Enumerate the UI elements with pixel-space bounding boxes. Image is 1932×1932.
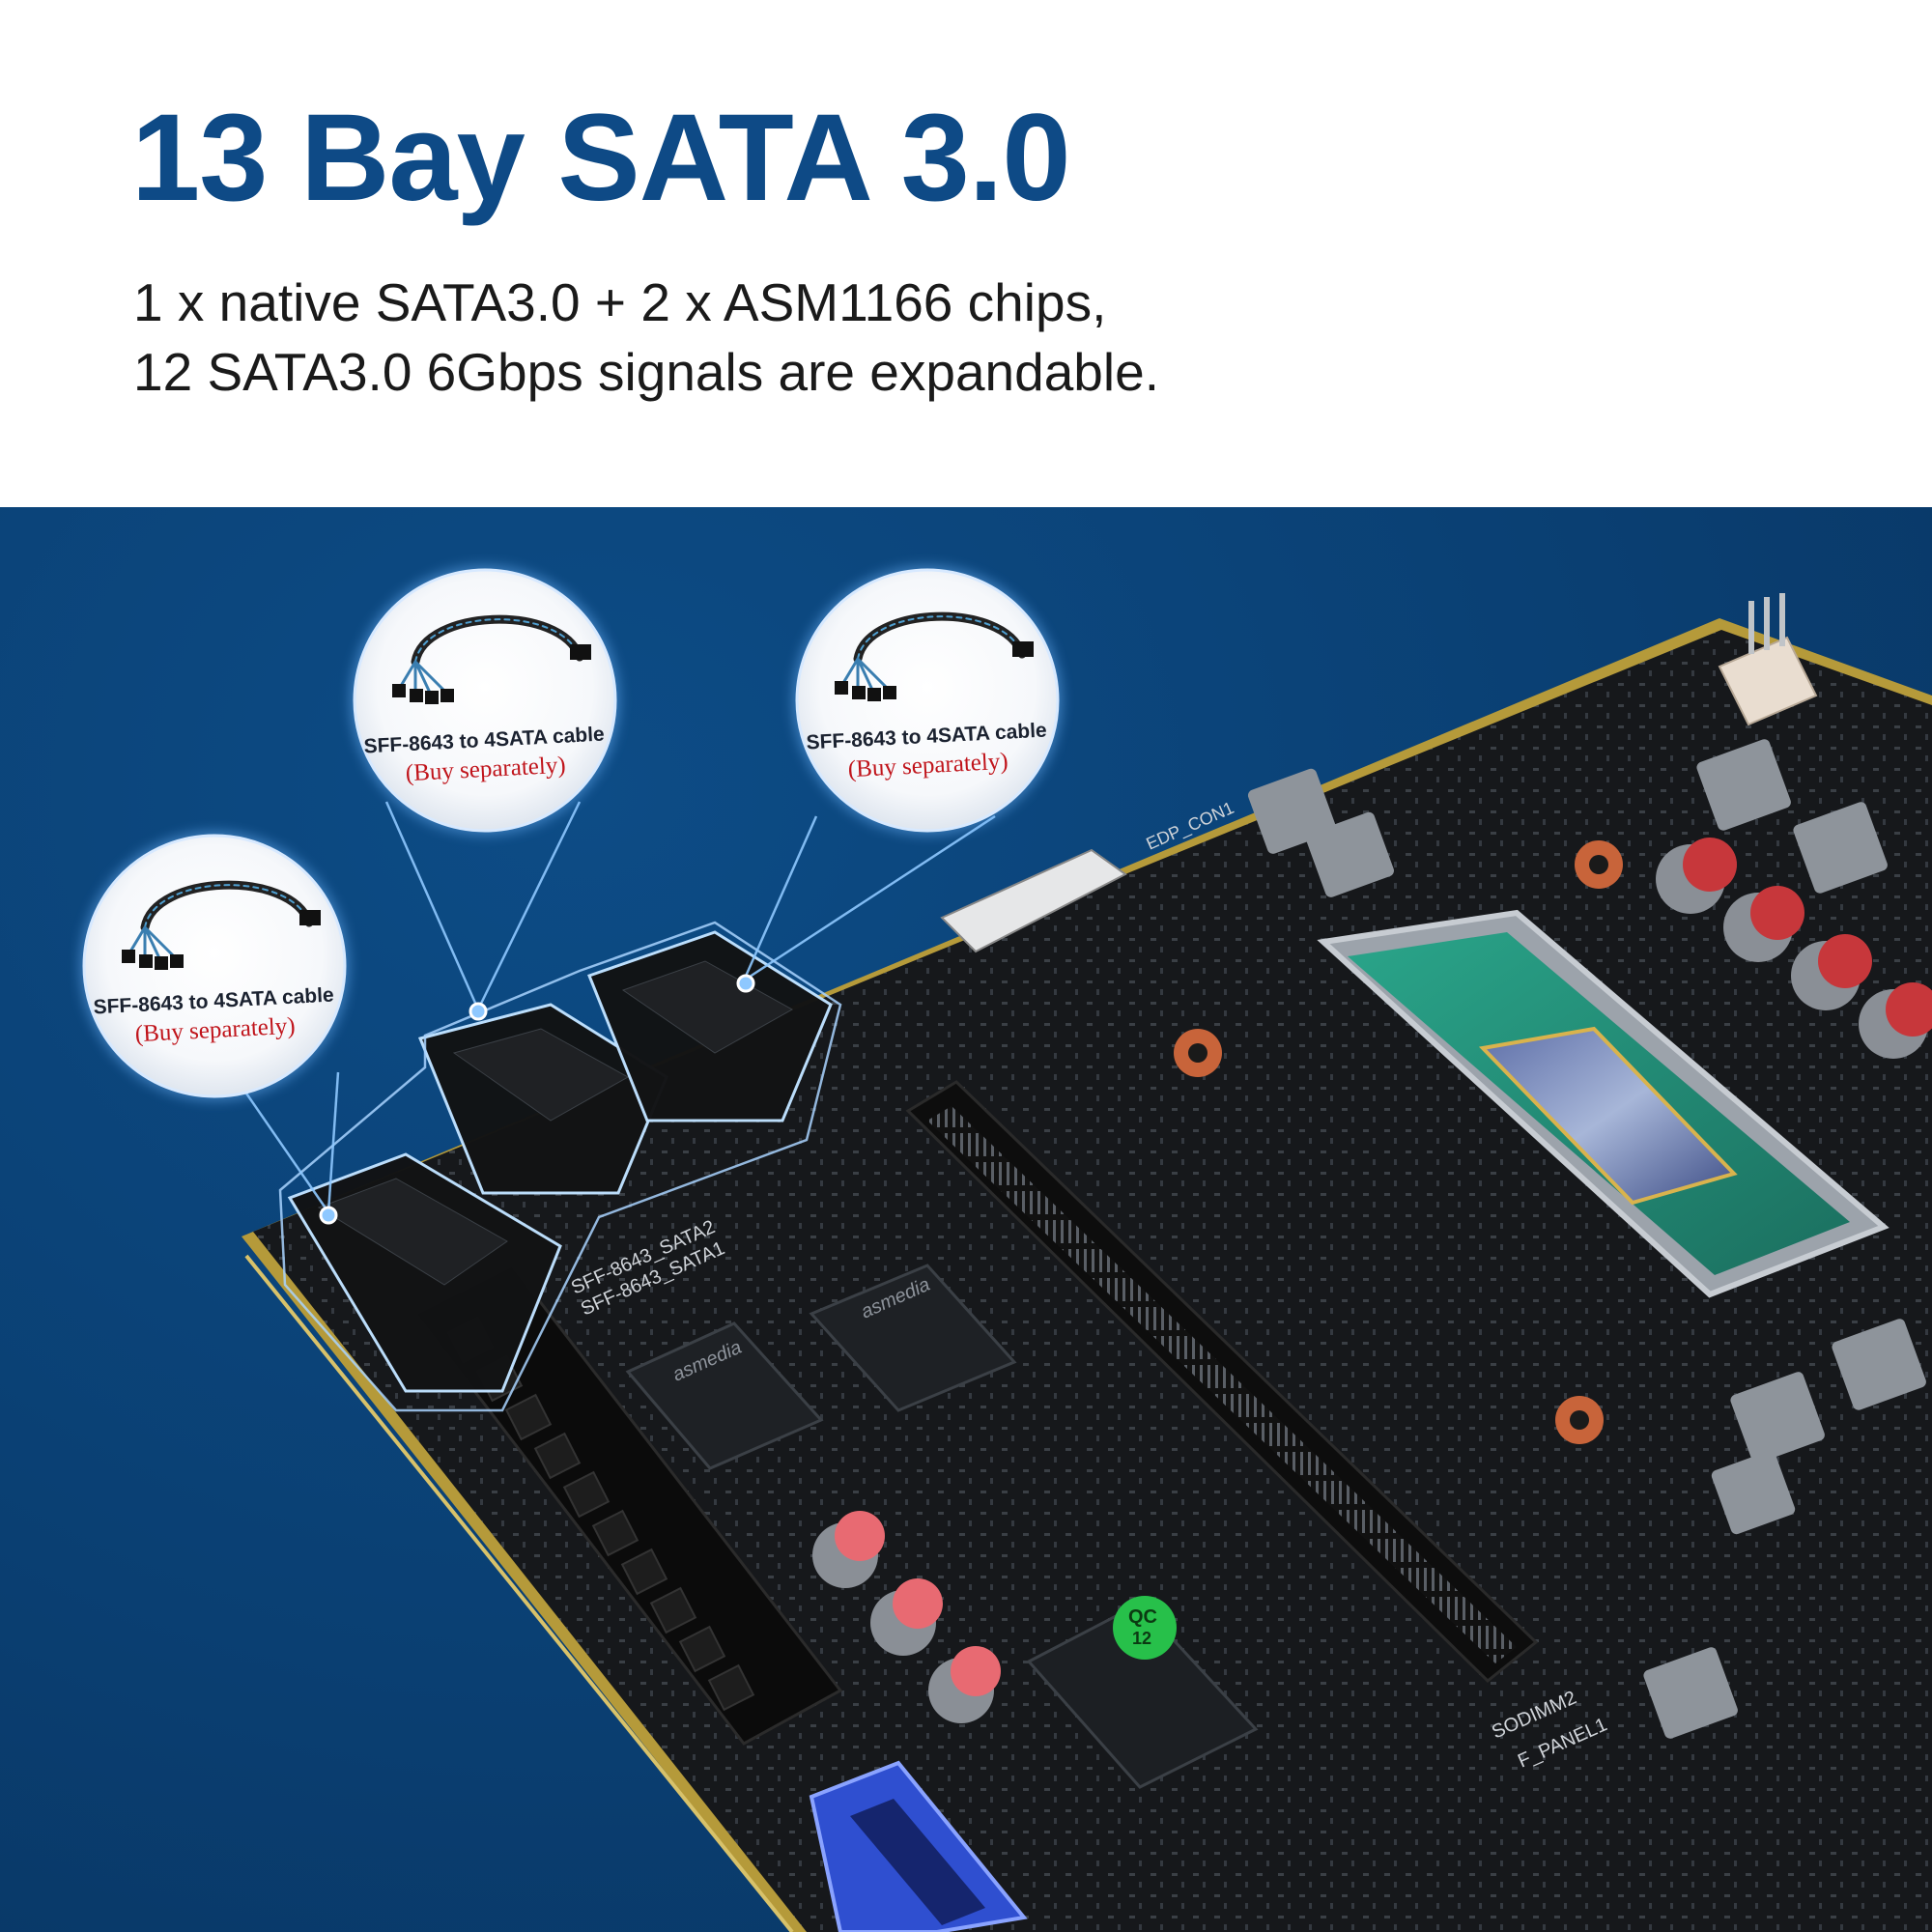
native-sata-port [809,1760,1028,1932]
edp-connector [940,848,1127,953]
cable-image-3 [835,611,1034,701]
inductors [1247,739,1926,1739]
sff8643-port-1 [287,1152,562,1393]
header-section: 13 Bay SATA 3.0 1 x native SATA3.0 + 2 x… [0,0,1932,507]
cable-image-2 [392,614,591,704]
cpu-area [1174,840,1889,1444]
fan-header [1718,593,1818,726]
callout-disc-3 [792,565,1063,836]
product-hero-band: asmedia asmedia QC 12 [0,507,1932,1932]
qc-sticker: QC [1128,1606,1157,1628]
port-highlight-outline [278,921,842,1412]
motherboard-illustration: asmedia asmedia QC 12 [79,565,1932,1932]
sff8643-port-3 [587,930,833,1122]
asmedia-chip-1: asmedia [625,1321,824,1470]
subtitle-line-2: 12 SATA3.0 6Gbps signals are expandable. [133,342,1159,402]
callout-disc-2 [350,565,620,836]
sff8643-port-2 [417,1003,668,1195]
sodimm-slot [905,1080,1539,1684]
subtitle-line-1: 1 x native SATA3.0 + 2 x ASM1166 chips, [133,272,1107,332]
page-title: 13 Bay SATA 3.0 [131,89,1070,227]
atx-power-connector [412,1264,843,1746]
capacitors [812,838,1932,1723]
super-io-chip: QC 12 [1026,1596,1259,1789]
cable-image-1 [122,880,321,970]
callout-disc-1 [79,831,350,1101]
svg-text:12: 12 [1132,1629,1151,1648]
callout-anchor-dots [319,974,755,1225]
